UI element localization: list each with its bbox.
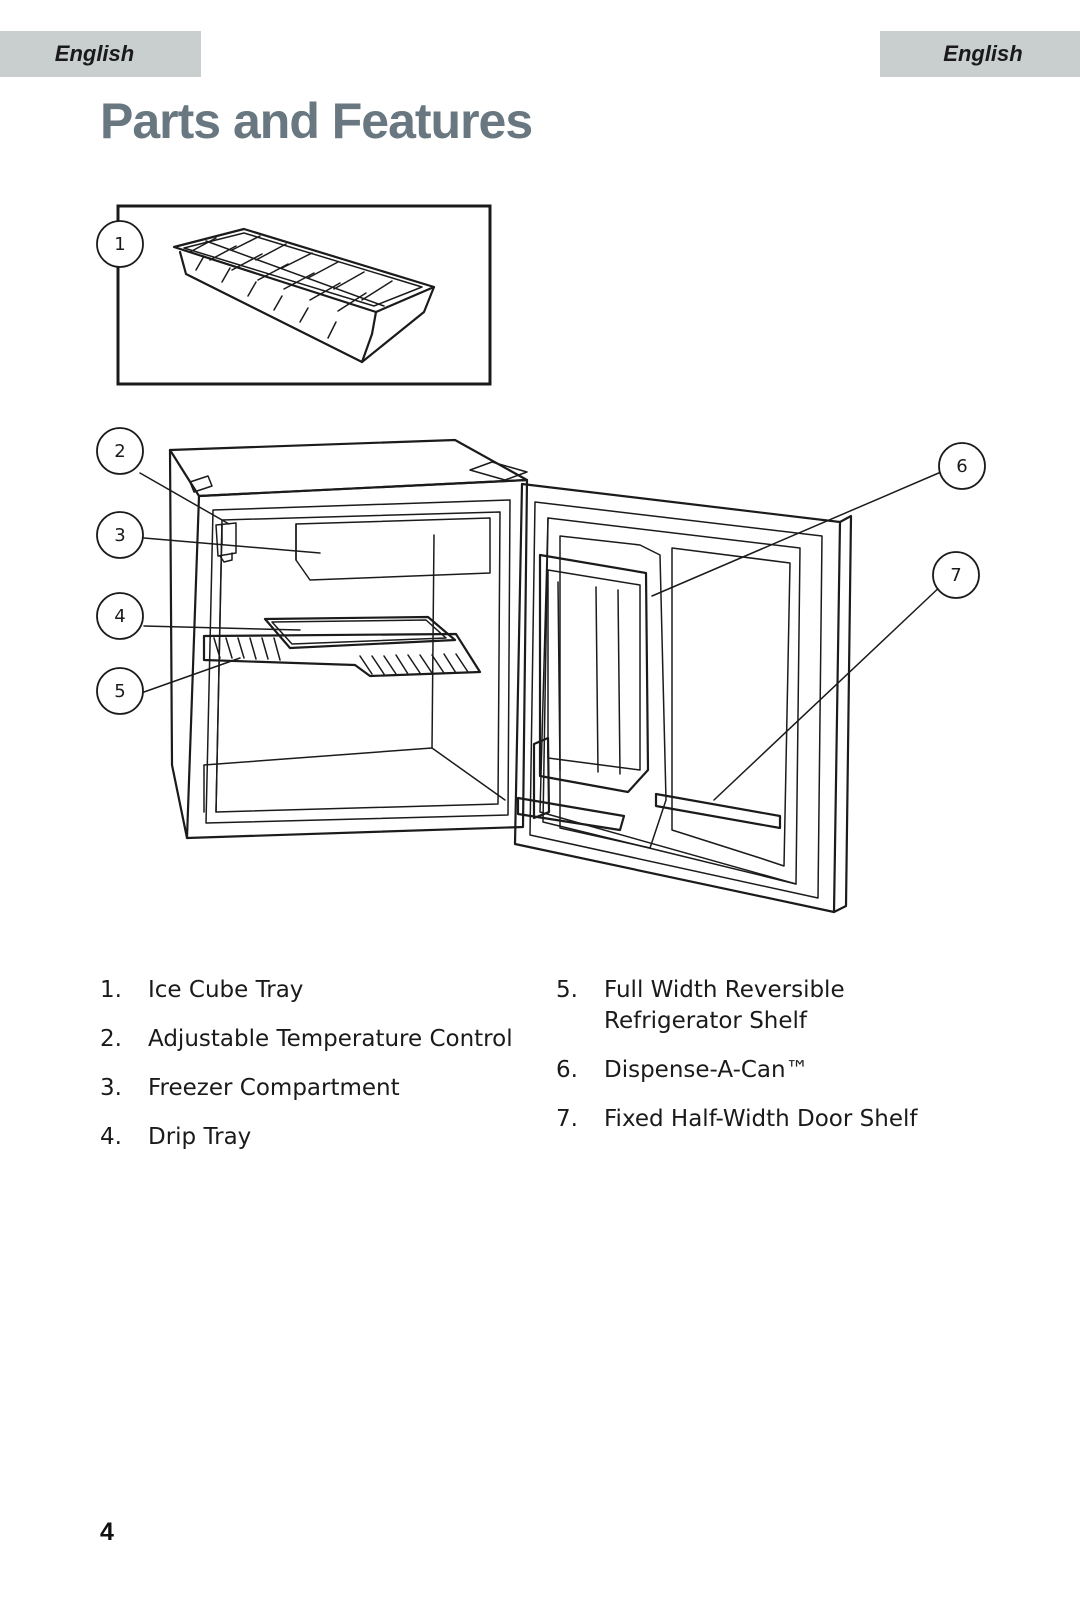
item-label: Fixed Half-Width Door Shelf (604, 1106, 918, 1132)
item-number: 7. (556, 1106, 578, 1132)
item-label: Drip Tray (148, 1124, 252, 1150)
language-tab-left: English (0, 31, 201, 77)
svg-text:3: 3 (114, 525, 125, 546)
language-tab-right: English (880, 31, 1080, 77)
callout-lines (139, 468, 949, 801)
parts-diagram: 1 2 3 4 5 6 7 (96, 204, 986, 914)
svg-text:2: 2 (114, 441, 125, 462)
item-label: Ice Cube Tray (148, 977, 304, 1003)
item-number: 4. (100, 1124, 122, 1150)
ice-cube-tray-illustration (116, 204, 492, 386)
svg-text:6: 6 (956, 456, 967, 477)
language-tab-right-label: English (943, 41, 1023, 66)
list-item: 1. Ice Cube Tray (100, 975, 528, 1006)
callout-7: 7 (932, 551, 980, 599)
list-item: 3. Freezer Compartment (100, 1073, 528, 1104)
callout-6: 6 (938, 442, 986, 490)
item-number: 3. (100, 1075, 122, 1101)
item-number: 6. (556, 1057, 578, 1083)
refrigerator-illustration (168, 438, 853, 914)
svg-text:5: 5 (114, 681, 125, 702)
callout-4: 4 (96, 592, 144, 640)
svg-text:1: 1 (114, 234, 125, 255)
svg-text:4: 4 (114, 606, 125, 627)
item-number: 5. (556, 977, 578, 1003)
list-item: 5. Full Width Reversible Refrigerator Sh… (556, 975, 984, 1037)
parts-list-left: 1. Ice Cube Tray 2. Adjustable Temperatu… (100, 975, 528, 1171)
item-label: Dispense-A-Can™ (604, 1057, 809, 1083)
svg-text:7: 7 (950, 565, 961, 586)
list-item: 6. Dispense-A-Can™ (556, 1055, 984, 1086)
item-number: 1. (100, 977, 122, 1003)
item-label: Adjustable Temperature Control (148, 1026, 513, 1052)
page-title: Parts and Features (100, 93, 533, 149)
item-label: Full Width Reversible Refrigerator Shelf (604, 977, 845, 1034)
parts-list-right: 5. Full Width Reversible Refrigerator Sh… (556, 975, 984, 1153)
callout-2: 2 (96, 427, 144, 475)
item-number: 2. (100, 1026, 122, 1052)
item-label: Freezer Compartment (148, 1075, 400, 1101)
callout-3: 3 (96, 511, 144, 559)
list-item: 4. Drip Tray (100, 1122, 528, 1153)
language-tab-left-label: English (54, 41, 135, 66)
page-number: 4 (100, 1518, 114, 1546)
list-item: 2. Adjustable Temperature Control (100, 1024, 528, 1055)
list-item: 7. Fixed Half-Width Door Shelf (556, 1104, 984, 1135)
callout-1: 1 (96, 220, 144, 268)
callout-5: 5 (96, 667, 144, 715)
